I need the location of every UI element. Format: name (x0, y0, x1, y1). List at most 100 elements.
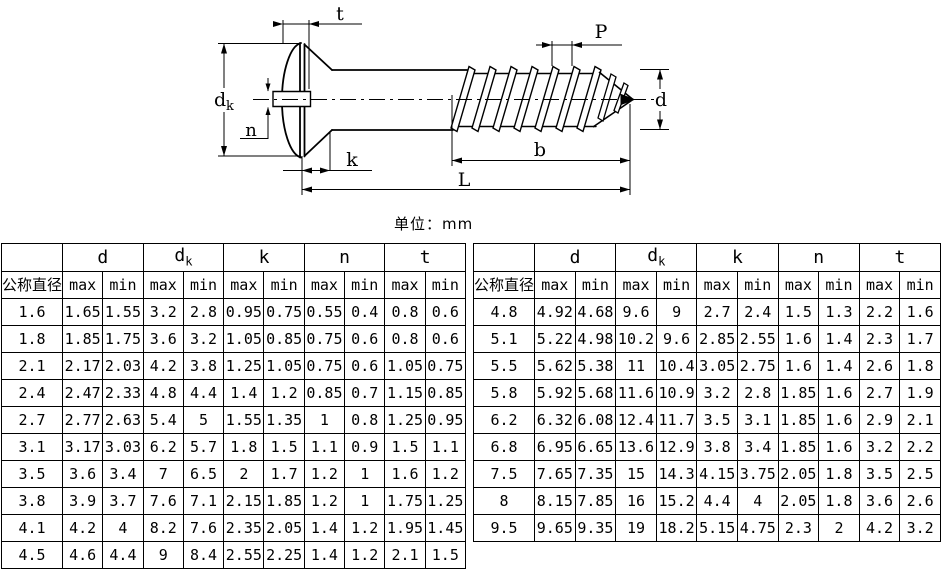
col-group-dk-sub: k (658, 254, 666, 269)
value-cell: 1.8 (899, 352, 941, 380)
value-cell: 10.2 (615, 325, 657, 353)
value-cell: 11.7 (655, 406, 698, 434)
value-cell: 1.75 (384, 487, 426, 515)
value-cell: 1.5 (263, 433, 305, 461)
value-cell: 2.6 (899, 487, 941, 515)
min-header: min (899, 271, 941, 299)
value-cell: 9.35 (574, 514, 617, 542)
value-cell: 6.08 (574, 406, 617, 434)
value-cell: 2.55 (223, 541, 265, 569)
dimension-dk (211, 43, 301, 157)
value-cell: 4.98 (574, 325, 617, 353)
value-cell: 0.75 (303, 325, 346, 353)
value-cell: 1.35 (263, 406, 305, 434)
value-cell: 1.5 (424, 541, 467, 569)
nominal-diameter-cell: 3.1 (1, 433, 63, 461)
value-cell: 0.55 (303, 298, 346, 326)
value-cell: 1.4 (303, 514, 346, 542)
dimension-t (273, 20, 362, 89)
value-cell: 1.4 (818, 352, 860, 380)
label-dk-sub: k (226, 99, 234, 114)
value-cell: 4 (736, 487, 779, 515)
value-cell: 0.75 (424, 352, 467, 380)
nominal-diameter-header: 公称直径 (1, 271, 63, 299)
value-cell: 5.38 (574, 352, 617, 380)
value-cell: 4.15 (696, 460, 738, 488)
col-group-t: t (858, 243, 942, 272)
value-cell: 6.5 (182, 460, 225, 488)
col-group-n: n (777, 243, 860, 272)
value-cell: 1.05 (223, 325, 265, 353)
min-header: min (182, 271, 225, 299)
value-cell: 5.4 (142, 406, 184, 434)
value-cell: 2.3 (777, 514, 820, 542)
corner-cell (1, 243, 63, 272)
value-cell: 1.2 (424, 460, 467, 488)
value-cell: 1.6 (818, 406, 860, 434)
value-cell: 1.25 (424, 487, 467, 515)
value-cell: 4.2 (858, 514, 901, 542)
value-cell: 3.6 (142, 325, 184, 353)
value-cell: 2.05 (263, 514, 305, 542)
value-cell: 3.05 (696, 352, 738, 380)
value-cell: 1.2 (303, 460, 346, 488)
value-cell: 1.8 (818, 460, 860, 488)
label-n: n (245, 120, 257, 141)
value-cell: 0.85 (303, 379, 346, 407)
value-cell: 8.2 (142, 514, 184, 542)
value-cell: 2.3 (858, 325, 901, 353)
nominal-diameter-cell: 3.5 (1, 460, 63, 488)
corner-cell (473, 243, 535, 272)
value-cell: 1.4 (223, 379, 265, 407)
value-cell: 4.4 (182, 379, 225, 407)
value-cell: 3.17 (61, 433, 104, 461)
value-cell: 1.7 (899, 325, 941, 353)
value-cell: 1.8 (818, 487, 860, 515)
value-cell: 7 (142, 460, 184, 488)
value-cell: 18.2 (655, 514, 698, 542)
value-cell: 0.85 (263, 325, 305, 353)
value-cell: 1.6 (777, 325, 820, 353)
dimension-k (283, 131, 372, 195)
col-group-dk-sub: k (185, 254, 193, 269)
value-cell: 3.8 (182, 352, 225, 380)
value-cell: 2 (818, 514, 860, 542)
value-cell: 9 (142, 541, 184, 569)
value-cell: 4.2 (61, 514, 104, 542)
value-cell: 1.6 (777, 352, 820, 380)
value-cell: 1.3 (818, 298, 860, 326)
value-cell: 1.6 (899, 298, 941, 326)
value-cell: 3.6 (858, 487, 901, 515)
value-cell: 0.9 (344, 433, 386, 461)
value-cell: 2.77 (61, 406, 104, 434)
value-cell: 2.8 (736, 379, 779, 407)
max-header: max (534, 271, 576, 299)
value-cell: 1.75 (102, 325, 144, 353)
value-cell: 1.7 (263, 460, 305, 488)
value-cell: 2.85 (696, 325, 738, 353)
point-bottom-edge (592, 98, 634, 128)
point-crest (597, 73, 617, 122)
min-header: min (424, 271, 467, 299)
nominal-diameter-cell: 2.4 (1, 379, 63, 407)
nominal-diameter-cell: 2.7 (1, 406, 63, 434)
value-cell: 2.7 (858, 379, 901, 407)
nominal-diameter-cell: 4.8 (473, 298, 535, 326)
value-cell: 1.25 (384, 406, 426, 434)
value-cell: 1.65 (61, 298, 104, 326)
value-cell: 2.75 (736, 352, 779, 380)
dimension-d (640, 69, 671, 130)
value-cell: 3.2 (858, 433, 901, 461)
value-cell: 2.63 (102, 406, 144, 434)
value-cell: 6.2 (142, 433, 184, 461)
label-dk-main: d (214, 89, 226, 111)
value-cell: 2.5 (899, 460, 941, 488)
value-cell: 2.8 (182, 298, 225, 326)
